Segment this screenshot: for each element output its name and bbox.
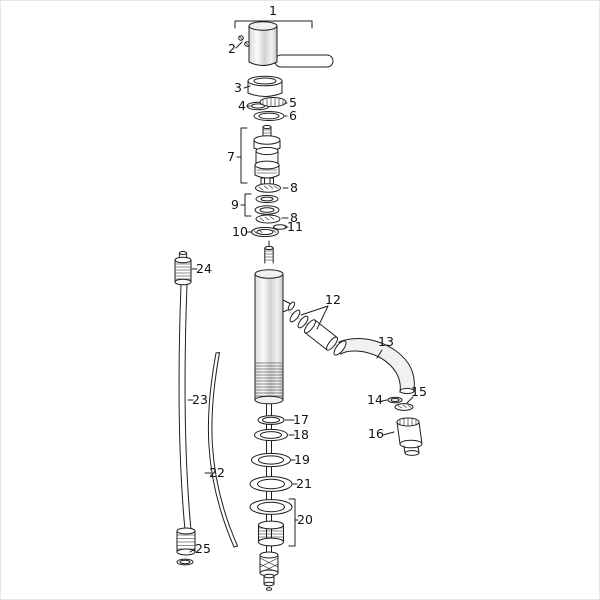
part-label-6: 6 [289,108,297,123]
part-seal-10 [246,226,279,238]
part-cartridge [236,124,281,185]
part-seal-15 [394,396,414,411]
part-washer-19 [251,452,296,468]
part-label-2: 2 [228,41,236,56]
part-label-20: 20 [297,512,313,527]
part-nut-25 [176,548,196,566]
part-handle-assembly [234,20,334,68]
part-seal-set-9 [240,193,280,217]
part-connecting-stud [264,240,274,264]
part-label-23: 23 [192,392,208,407]
part-label-24: 24 [196,261,212,276]
part-hose-end-fitting [176,527,196,556]
part-label-5: 5 [289,95,297,110]
part-label-1: 1 [269,3,277,18]
part-label-9: 9 [231,197,239,212]
part-washer-21 [249,476,298,492]
part-label-12: 12 [325,292,341,307]
part-label-13: 13 [378,334,394,349]
part-label-22: 22 [209,465,225,480]
part-handle-screws [235,35,250,49]
part-check-valve [259,551,279,591]
part-seal-8a [255,183,289,193]
part-hose-fitting-24 [174,251,198,286]
part-label-11: 11 [287,219,303,234]
part-washer-18 [254,428,295,442]
part-label-25: 25 [195,541,211,556]
part-labels: 1 2 3 4 5 6 7 8 9 8 10 11 12 13 14 15 16… [192,3,427,556]
part-supply-hose-23 [178,283,194,531]
part-sleeve [243,75,283,97]
part-clip-11 [273,224,289,230]
part-threaded-ring-5 [259,97,288,107]
part-label-3: 3 [234,80,242,95]
part-oring-17 [257,415,295,425]
part-label-4: 4 [238,98,246,113]
part-washer-6 [253,111,288,121]
part-seal-8b [255,214,289,224]
part-fastening-set-20 [249,498,299,547]
part-connector-16 [382,417,423,456]
part-faucet-body [254,269,296,554]
part-label-15: 15 [411,384,427,399]
part-label-8b: 8 [290,210,298,225]
part-oring-14 [381,396,403,404]
part-aerator-set [286,305,340,351]
part-label-7: 7 [227,149,235,164]
part-label-16: 16 [368,426,384,441]
part-spout [333,338,415,395]
part-label-17: 17 [293,412,309,427]
part-label-8a: 8 [290,180,298,195]
part-label-14: 14 [367,392,383,407]
part-curved-rod-22 [204,352,238,548]
part-label-18: 18 [293,427,309,442]
part-label-10: 10 [232,224,248,239]
part-label-19: 19 [294,452,310,467]
part-label-21: 21 [296,476,312,491]
